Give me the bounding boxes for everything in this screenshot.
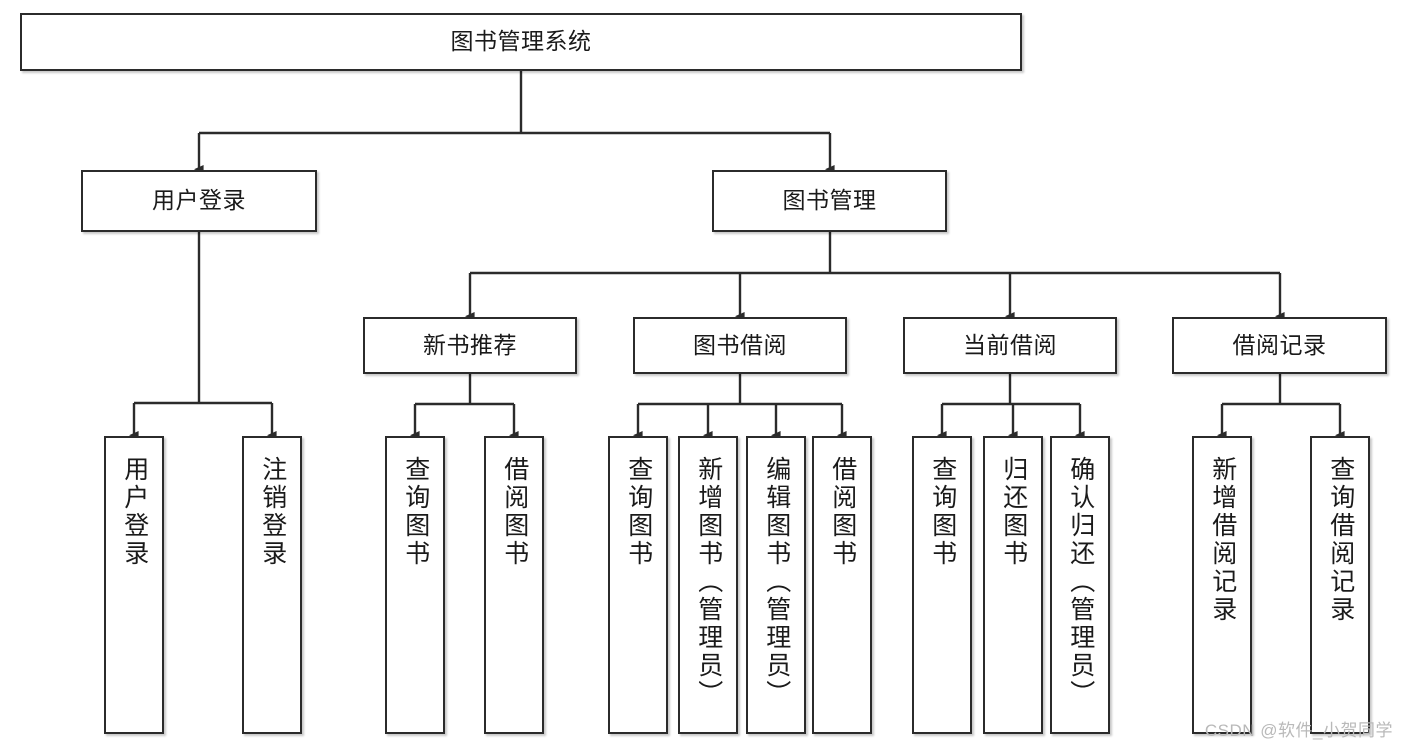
node-current-borrow[interactable]: 当前借阅: [903, 317, 1117, 374]
node-leaf-query-record[interactable]: 查询借阅记录: [1310, 436, 1370, 734]
node-leaf-edit-book[interactable]: 编辑图书（管理员）: [746, 436, 806, 734]
node-leaf-return-book[interactable]: 归还图书: [983, 436, 1043, 734]
node-label: 借阅图书: [828, 456, 857, 568]
node-label: 借阅记录: [1232, 331, 1327, 358]
node-label: 新增借阅记录: [1208, 456, 1237, 624]
node-label: 查询图书: [401, 456, 430, 568]
node-label: 用户登录: [120, 456, 149, 568]
node-label: 图书管理系统: [450, 28, 592, 55]
node-label: 图书借阅: [693, 331, 787, 358]
node-new-book-rec[interactable]: 新书推荐: [363, 317, 577, 374]
node-label: 查询图书: [928, 456, 957, 568]
node-leaf-user-logout[interactable]: 注销登录: [242, 436, 302, 734]
csdn-watermark: CSDN @软件_小贺同学: [1204, 721, 1393, 740]
node-label: 借阅图书: [500, 456, 529, 568]
node-book-borrow[interactable]: 图书借阅: [633, 317, 847, 374]
node-label: 查询借阅记录: [1326, 456, 1355, 624]
node-leaf-confirm-return[interactable]: 确认归还（管理员）: [1050, 436, 1110, 734]
node-label: 确认归还（管理员）: [1066, 456, 1095, 708]
node-leaf-query-book-2[interactable]: 查询图书: [608, 436, 668, 734]
node-borrow-record[interactable]: 借阅记录: [1172, 317, 1387, 374]
node-leaf-borrow-book-2[interactable]: 借阅图书: [812, 436, 872, 734]
node-label: 新书推荐: [423, 331, 517, 358]
node-leaf-query-book-1[interactable]: 查询图书: [385, 436, 445, 734]
node-user-login[interactable]: 用户登录: [81, 170, 317, 232]
node-leaf-borrow-book-1[interactable]: 借阅图书: [484, 436, 544, 734]
node-label: 图书管理: [782, 187, 877, 214]
node-label: 编辑图书（管理员）: [762, 456, 791, 708]
node-leaf-query-book-3[interactable]: 查询图书: [912, 436, 972, 734]
node-label: 当前借阅: [963, 331, 1057, 358]
node-leaf-user-login[interactable]: 用户登录: [104, 436, 164, 734]
node-leaf-add-record[interactable]: 新增借阅记录: [1192, 436, 1252, 734]
node-root[interactable]: 图书管理系统: [20, 13, 1022, 71]
node-label: 新增图书（管理员）: [694, 456, 723, 708]
node-leaf-add-book[interactable]: 新增图书（管理员）: [678, 436, 738, 734]
node-book-manage[interactable]: 图书管理: [712, 170, 947, 232]
node-label: 用户登录: [152, 187, 246, 214]
node-label: 归还图书: [999, 456, 1028, 568]
node-label: 查询图书: [624, 456, 653, 568]
node-label: 注销登录: [258, 456, 287, 568]
